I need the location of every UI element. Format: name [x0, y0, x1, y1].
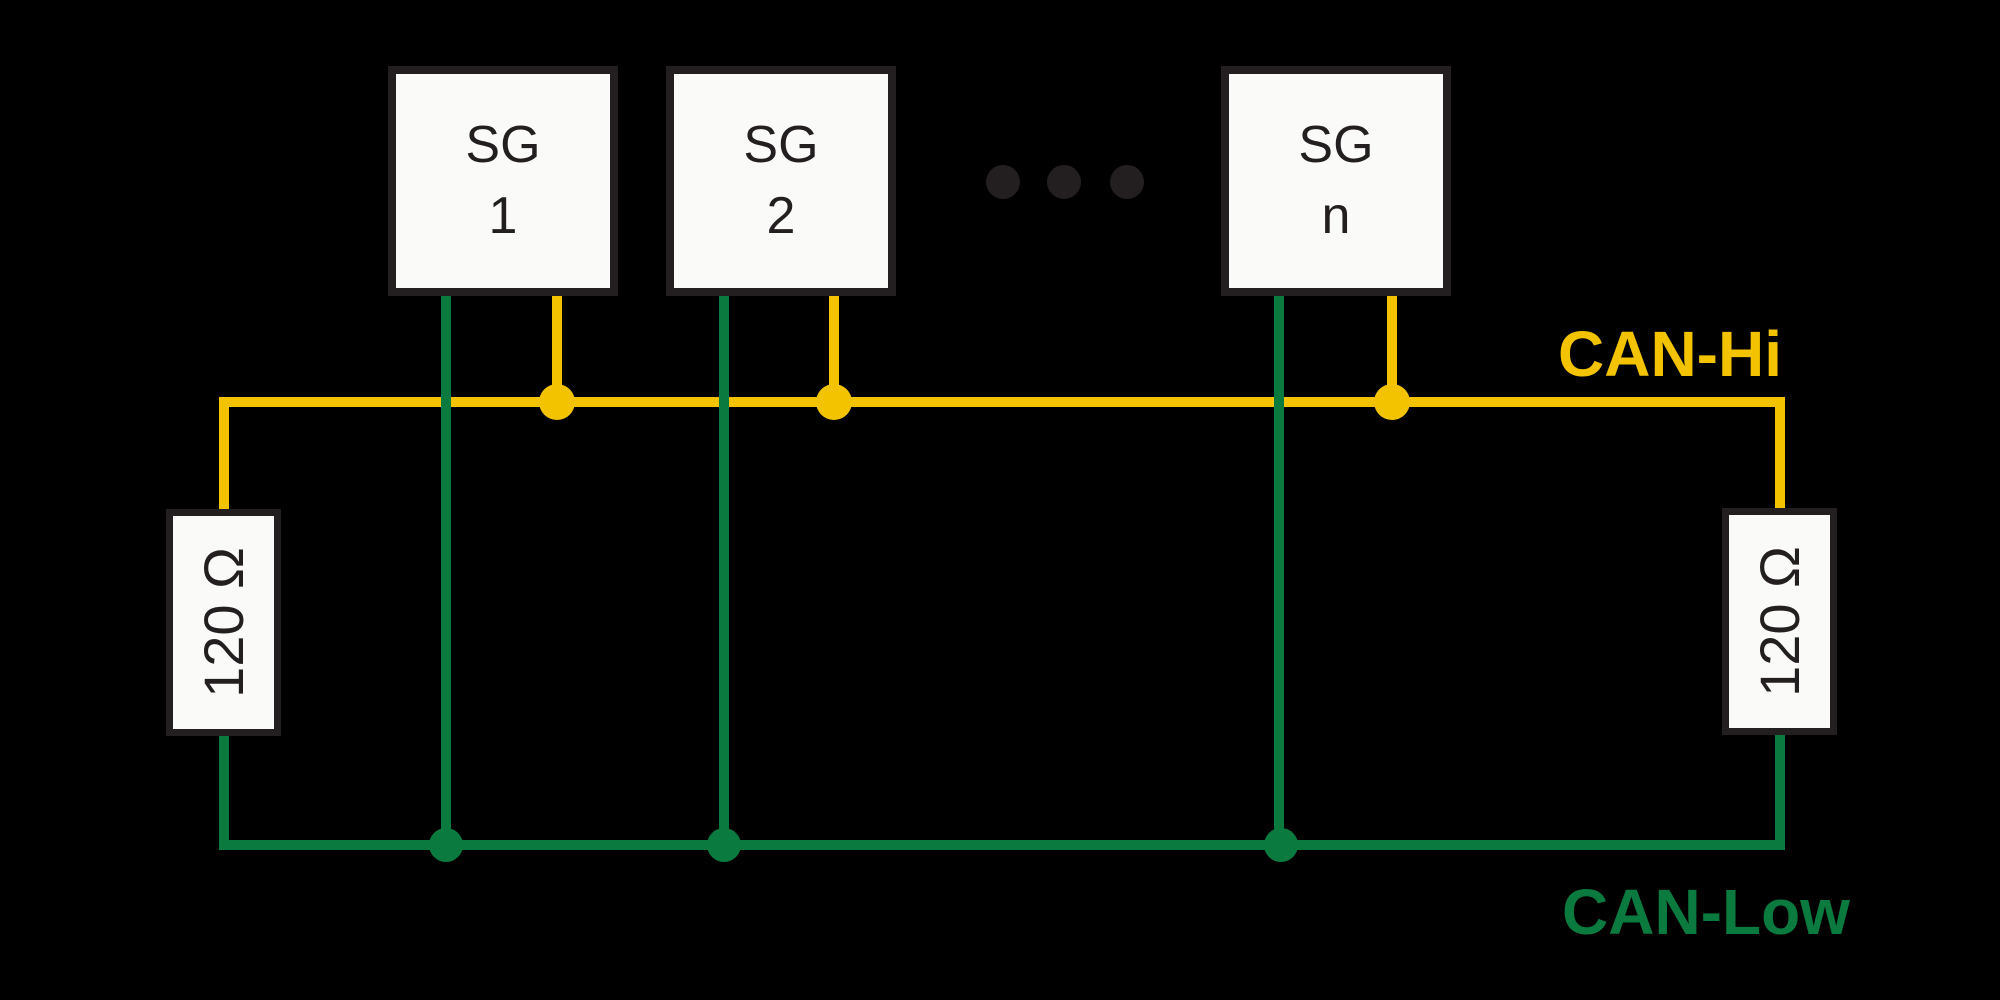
sg1-can-hi-wire: [552, 290, 562, 407]
node-sg2-label-line1: SG: [743, 116, 819, 174]
sg1-can-low-junction-dot: [429, 828, 463, 862]
right-resistor-label: 120 Ω: [1748, 546, 1812, 697]
can-low-left-elbow-wire: [219, 734, 229, 850]
sg2-can-hi-wire: [829, 290, 839, 407]
sg2-can-low-junction-dot: [707, 828, 741, 862]
node-sg1-label-line2: 1: [488, 187, 518, 245]
can-hi-bus-line: [219, 397, 1785, 407]
sgn-can-hi-junction-dot: [1374, 384, 1410, 420]
ellipsis-dot: [1047, 165, 1081, 199]
left-termination-resistor: 120 Ω: [166, 509, 281, 736]
right-termination-resistor: 120 Ω: [1722, 508, 1837, 735]
node-sgn-label-line2: n: [1321, 187, 1351, 245]
node-sgn-box: SG n: [1221, 66, 1451, 296]
ellipsis-dot: [1110, 165, 1144, 199]
can-hi-right-elbow-wire: [1775, 397, 1785, 511]
node-sg2-label-line2: 2: [766, 187, 796, 245]
left-resistor-label: 120 Ω: [192, 547, 256, 698]
sg1-can-low-wire: [441, 290, 451, 850]
sg1-can-hi-junction-dot: [539, 384, 575, 420]
sgn-can-low-wire: [1274, 290, 1284, 850]
can-low-bus-line: [219, 840, 1785, 850]
can-low-bus-label: CAN-Low: [1562, 876, 1850, 948]
ellipsis-dot: [986, 165, 1020, 199]
can-hi-bus-label: CAN-Hi: [1558, 318, 1782, 390]
sgn-can-hi-wire: [1387, 290, 1397, 407]
can-hi-left-elbow-wire: [219, 397, 229, 512]
node-sg1-label-line1: SG: [465, 116, 541, 174]
sg2-can-low-wire: [719, 290, 729, 850]
node-sg2-box: SG 2: [666, 66, 896, 296]
sgn-can-low-junction-dot: [1264, 828, 1298, 862]
node-sg1-box: SG 1: [388, 66, 618, 296]
sg2-can-hi-junction-dot: [816, 384, 852, 420]
node-sgn-label-line1: SG: [1298, 116, 1374, 174]
can-low-right-elbow-wire: [1775, 733, 1785, 850]
